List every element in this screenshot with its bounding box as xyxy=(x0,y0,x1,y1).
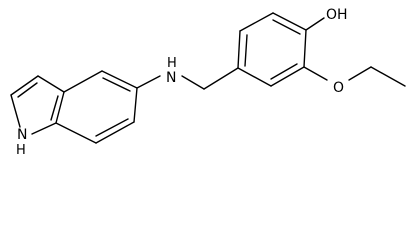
bond-c2-c3 xyxy=(10,75,39,96)
bond-o-ch2 xyxy=(348,66,372,81)
bond-c4-c5 xyxy=(101,70,138,89)
ether-oxygen-label: O xyxy=(333,80,344,96)
bond-c2-c3-inner xyxy=(17,82,38,98)
bond-a6-a1 xyxy=(237,67,272,87)
bond-c7-c7a xyxy=(55,122,97,144)
bond-c3a-c7a-inner xyxy=(50,95,59,121)
bond-ch2-ring xyxy=(203,67,239,90)
bond-a5-a6-inner xyxy=(270,63,298,80)
bond-c6-c7-inner xyxy=(95,118,129,137)
bond-c5-nh xyxy=(136,75,161,89)
hydroxyl-label: OH xyxy=(326,7,348,23)
bond-a2-a3 xyxy=(239,12,274,32)
bond-a4-a5 xyxy=(303,29,307,68)
bond-a4-oh xyxy=(305,17,325,31)
bond-a3-a4 xyxy=(272,12,307,31)
indole-nh-n-label: N xyxy=(17,127,27,143)
bond-c3a-c7a xyxy=(55,91,65,124)
bond-nh-ch2 xyxy=(181,75,205,90)
bond-c3-c3a xyxy=(37,75,65,93)
bond-n1-c2 xyxy=(10,94,21,128)
bond-a1-a2-inner xyxy=(244,34,248,67)
bond-a1-a2 xyxy=(237,30,241,69)
bond-c6-c7 xyxy=(95,121,135,144)
bond-c5-c6 xyxy=(133,87,138,123)
indole-ring xyxy=(10,70,138,144)
molecule-diagram: OH O H N N H xyxy=(10,7,406,158)
bond-ch2-ch3 xyxy=(370,66,406,87)
amine-h-label: H xyxy=(167,56,177,71)
amine-n-label: N xyxy=(166,70,176,86)
bond-a5-a6 xyxy=(270,66,305,87)
bond-a3-a4-inner xyxy=(272,19,301,35)
bond-c3a-c4 xyxy=(63,70,103,93)
phenol-ring xyxy=(237,12,307,87)
bond-c4-c5-inner xyxy=(102,77,131,92)
indole-nh-h-label: H xyxy=(16,143,26,158)
bond-a5-o xyxy=(303,66,328,81)
bond-c7a-n1 xyxy=(31,122,57,135)
